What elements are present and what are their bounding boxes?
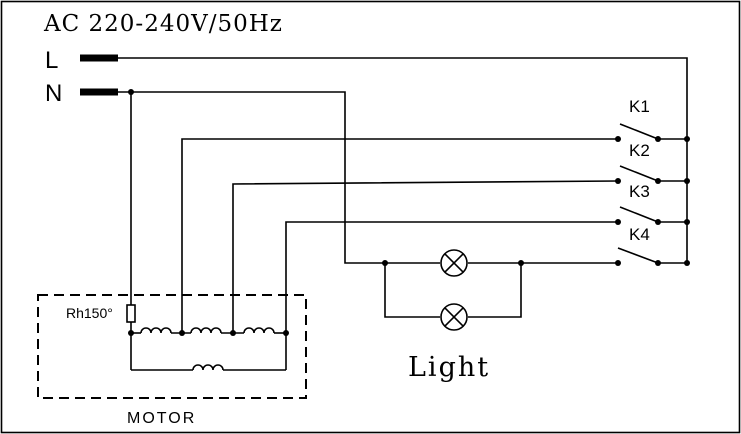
- lamp-icon: [440, 303, 468, 331]
- switch-k2: [619, 165, 690, 184]
- terminal-n-label: N: [45, 80, 62, 107]
- switch-k4-label: K4: [629, 225, 650, 244]
- switch-k1: [619, 123, 690, 142]
- live-wire: [118, 57, 688, 263]
- terminal-l-label: L: [45, 47, 58, 74]
- switch-k1-label: K1: [629, 97, 650, 116]
- light-circuit: [382, 260, 618, 318]
- speed-wire-k1: [181, 136, 621, 333]
- motor-box: [37, 294, 307, 399]
- lamp-icon: [440, 249, 468, 277]
- protector-label: Rh150°: [66, 305, 113, 321]
- switch-k2-label: K2: [629, 141, 650, 160]
- supply-label: AC 220-240V/50Hz: [43, 11, 283, 37]
- switch-k3-label: K3: [629, 182, 650, 201]
- switch-k3: [619, 206, 690, 225]
- speed-wire-k2: [232, 178, 621, 333]
- switch-k4: [615, 247, 690, 266]
- motor-label: MOTOR: [127, 410, 196, 427]
- neutral-wire: [118, 89, 385, 305]
- motor-windings: [128, 322, 289, 371]
- thermal-protector-icon: [126, 304, 136, 323]
- light-label: Light: [408, 352, 490, 383]
